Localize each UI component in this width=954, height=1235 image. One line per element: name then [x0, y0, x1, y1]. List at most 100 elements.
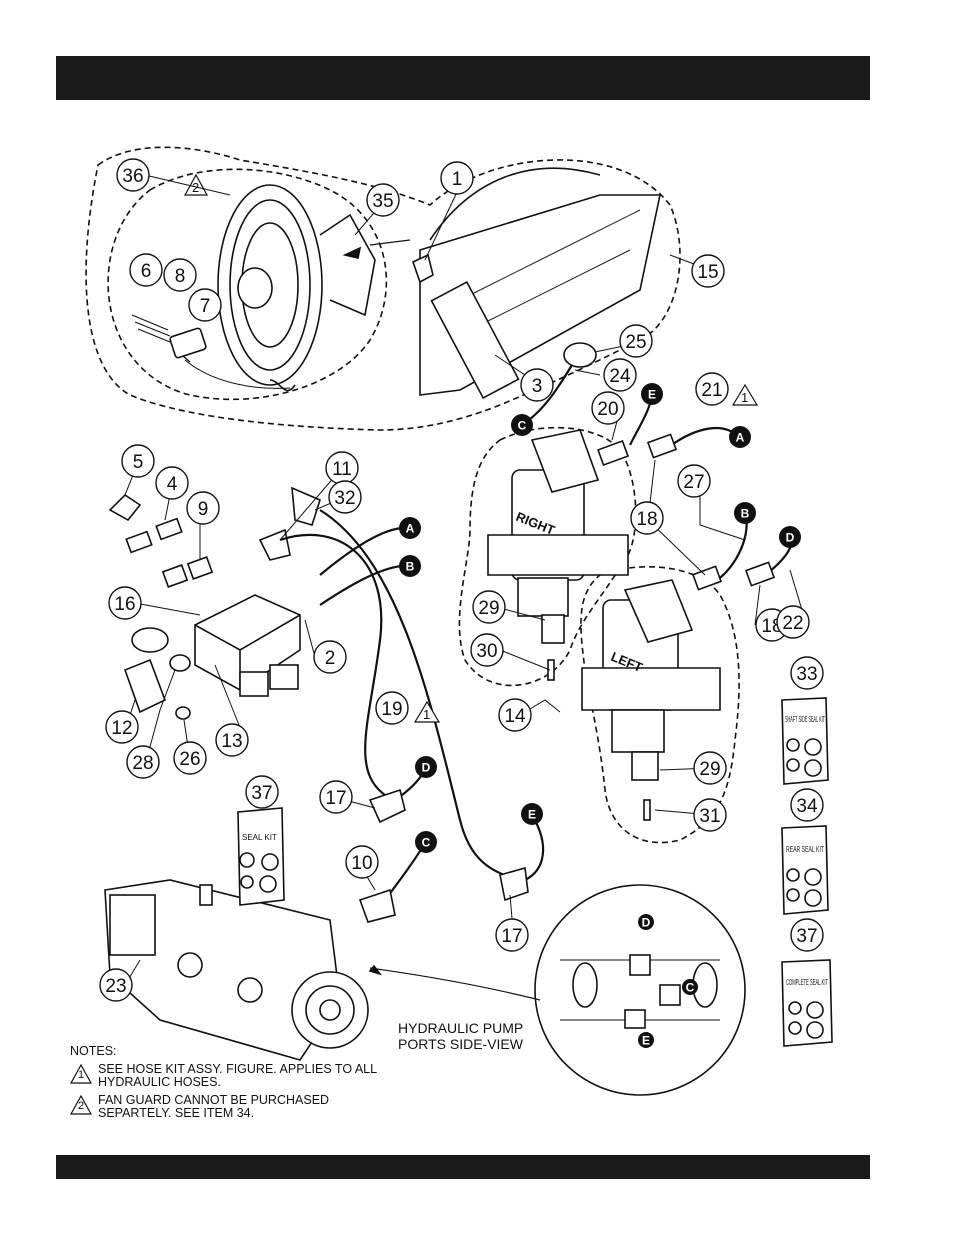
callout-number: 10: [351, 853, 372, 874]
note-text: FAN GUARD CANNOT BE PURCHASED SEPARTELY.…: [98, 1093, 330, 1120]
connector-letter: C: [518, 419, 527, 433]
callout-circle: [440, 161, 474, 195]
callout-number: 2: [325, 648, 336, 669]
callout-number: 29: [478, 598, 499, 619]
connector-marker: [399, 517, 421, 539]
left-motor: [581, 579, 721, 821]
callout-number: 29: [699, 759, 720, 780]
callout-number: 14: [504, 706, 526, 727]
connector-marker: [779, 526, 801, 548]
callout-number: 27: [683, 472, 704, 493]
callout-circle: [495, 918, 529, 952]
connector-marker: [415, 756, 437, 778]
callout-number: 4: [167, 474, 178, 495]
callout-number: 17: [325, 788, 346, 809]
footer-bar: [56, 1155, 870, 1179]
connector-letter: E: [528, 808, 536, 822]
callout-circle: [619, 324, 653, 358]
callout-number: 15: [697, 262, 718, 283]
connector-marker: [641, 383, 663, 405]
callout-number: 25: [625, 332, 646, 353]
notes-heading: NOTES:: [70, 1044, 117, 1058]
callout-circle: [591, 391, 625, 425]
callout-number: 23: [105, 976, 126, 997]
pump-ports-detail: [534, 884, 746, 1096]
callout-circle: [215, 723, 249, 757]
callout-number: 28: [132, 753, 153, 774]
callout-circle: [790, 656, 824, 690]
callout-number: 37: [251, 783, 272, 804]
pump-caption-line-1: HYDRAULIC PUMP: [398, 1020, 524, 1036]
callout-number: 8: [175, 266, 186, 287]
callout-circle: [472, 590, 506, 624]
connector-letter: D: [422, 761, 431, 775]
svg-text:1: 1: [741, 390, 748, 405]
callout-circle: [313, 640, 347, 674]
callout-circle: [108, 586, 142, 620]
callout-circle: [603, 358, 637, 392]
rear-seal-kit-label: REAR SEAL KIT: [786, 845, 824, 854]
connector-letter: D: [786, 531, 795, 545]
callout-number: 32: [334, 488, 355, 509]
callout-number: 22: [782, 613, 803, 634]
callout-number: 36: [122, 166, 143, 187]
note-marker: 2: [78, 1100, 85, 1112]
notes-section: NOTES: 1 SEE HOSE KIT ASSY. FIGURE. APPL…: [70, 1045, 400, 1120]
hose-b-manifold: [319, 564, 403, 606]
callout-circle: [188, 288, 222, 322]
callout-number: 11: [332, 459, 352, 480]
callout-circle: [790, 918, 824, 952]
seal-kit-card-rear: [781, 825, 829, 915]
complete-seal-kit-label: COMPLETE SEAL KIT: [786, 978, 828, 987]
note-item: 2 FAN GUARD CANNOT BE PURCHASED SEPARTEL…: [70, 1094, 400, 1120]
callout-circle: [99, 968, 133, 1002]
callout-circle: [328, 480, 362, 514]
callout-number: 24: [609, 366, 631, 387]
connector-marker: [399, 555, 421, 577]
callout-number: 9: [198, 499, 209, 520]
hose-30: [319, 509, 513, 880]
right-motor: [487, 429, 629, 681]
callout-number: 35: [372, 191, 393, 212]
connector-marker: [521, 803, 543, 825]
callout-circle: [520, 368, 554, 402]
callout-number: 31: [699, 806, 720, 827]
callout-number: 18: [636, 509, 657, 530]
callout-circle: [173, 741, 207, 775]
callout-circle: [155, 466, 189, 500]
callout-circle: [630, 501, 664, 535]
shaft-seal-kit-label: SHAFT SIDE SEAL KIT: [785, 715, 825, 724]
callout-number: 37: [796, 926, 817, 947]
connector-letter: B: [406, 560, 415, 574]
callout-circle: [105, 710, 139, 744]
connector-marker: [682, 979, 698, 995]
hose-21: [664, 427, 739, 451]
callout-number: 12: [111, 718, 132, 739]
seal-kit-card-pump: [237, 807, 285, 906]
svg-text:2: 2: [192, 180, 199, 195]
part-callouts: 1234567891011121314151617171818192021222…: [99, 158, 824, 1002]
callout-circle: [693, 798, 727, 832]
callout-number: 26: [179, 749, 200, 770]
connector-marker: [638, 914, 654, 930]
connector-letter: C: [686, 981, 695, 995]
pump-caption: HYDRAULIC PUMP PORTS SIDE-VIEW: [398, 1020, 558, 1052]
callout-circle: [693, 751, 727, 785]
callout-number: 34: [796, 796, 818, 817]
callout-number: 20: [597, 399, 618, 420]
hose-a-manifold: [319, 526, 403, 576]
seal-kit-card-complete: [781, 959, 833, 1047]
callout-circle: [186, 491, 220, 525]
callout-circle: [245, 775, 279, 809]
callout-number: 1: [452, 169, 463, 190]
callout-circle: [126, 745, 160, 779]
callout-number: 5: [133, 452, 144, 473]
callout-number: 7: [200, 296, 211, 317]
callout-number: 6: [141, 261, 152, 282]
callout-circle: [366, 183, 400, 217]
outline-fan-assembly: [107, 168, 388, 401]
callout-circle: [163, 258, 197, 292]
connector-marker: [638, 1032, 654, 1048]
